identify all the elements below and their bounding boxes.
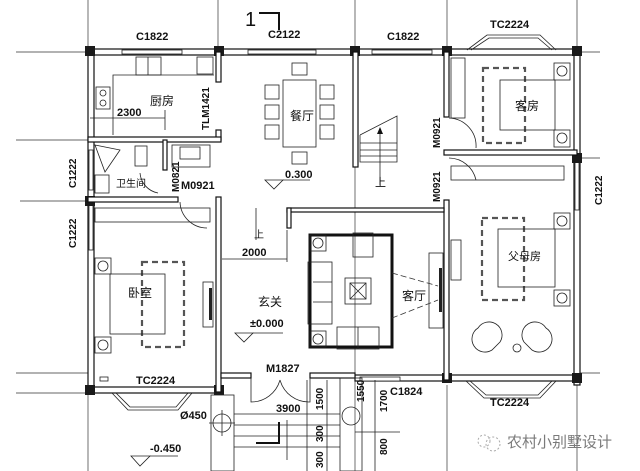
parents-bay-window [465,380,557,399]
door-label: M1827 [266,363,300,375]
dimension-label: 1550 [356,379,367,402]
room-label-bathroom: 卫生间 [116,177,146,190]
bedroom-bed [94,201,214,354]
bathroom-fixtures [94,144,211,194]
window-label: C1824 [390,386,423,398]
guest-room-bed [450,57,571,148]
dimension-label: 800 [379,438,390,455]
column-label: Ø450 [180,410,207,422]
section-marker-label: 1 [245,9,256,31]
watermark: 农村小别墅设计 [477,433,612,452]
interior-walls [87,51,578,393]
dining-table [264,62,335,165]
kitchen-fixtures [95,56,214,135]
watermark-text: 农村小别墅设计 [507,433,612,451]
foyer-stair-up-label: 上 [254,229,264,241]
dimension-lines [90,110,400,471]
dimension-label: 300 [315,451,326,468]
window-label: C1822 [387,31,419,43]
dimension-label: 1700 [379,389,390,412]
section-marker-top [259,12,280,30]
guest-bay-window [466,34,557,51]
door-label: M0921 [432,117,443,148]
window-label: C2122 [268,29,300,41]
door-label: TLM1421 [201,87,212,130]
door-label: M0821 [171,161,182,192]
stair-up-label: 上 [375,176,386,189]
dimension-label: 1500 [315,387,326,410]
room-label-dining: 餐厅 [290,108,314,123]
dimension-label: 300 [315,425,326,442]
elevation-label: 0.300 [285,169,313,181]
window-label: TC2224 [490,19,530,31]
labels: C1822 C2122 C1822 TC2224 1 厨房 2300 TLM14… [68,9,605,468]
room-label-foyer: 玄关 [258,294,282,309]
elevation-label: -0.450 [150,443,181,455]
door-label: M0921 [181,180,215,192]
living-room-sofa [307,232,444,350]
window-label: C1222 [594,175,605,205]
elevation-label: ±0.000 [250,318,284,330]
room-label-parents: 父母房 [508,250,541,263]
elevation-markers [130,179,310,467]
window-label: C1222 [68,218,79,248]
window-label: TC2224 [136,375,176,387]
exterior-walls [85,46,582,395]
dimension-label: 2000 [242,247,266,259]
room-label-bedroom: 卧室 [128,285,152,300]
dimension-label: 2300 [117,107,141,119]
entry-porch [209,372,363,471]
room-label-kitchen: 厨房 [150,93,174,108]
room-label-living: 客厅 [402,288,426,303]
staircase [359,115,398,185]
window-label: C1822 [136,31,168,43]
door-label: M0921 [432,171,443,202]
window-label: TC2224 [490,397,530,409]
dimension-label: 3900 [276,403,300,415]
parents-room-furniture [448,117,571,353]
bedroom-bay-window [111,392,193,411]
window-label: C1222 [68,158,79,188]
room-label-guest: 客房 [515,98,539,113]
